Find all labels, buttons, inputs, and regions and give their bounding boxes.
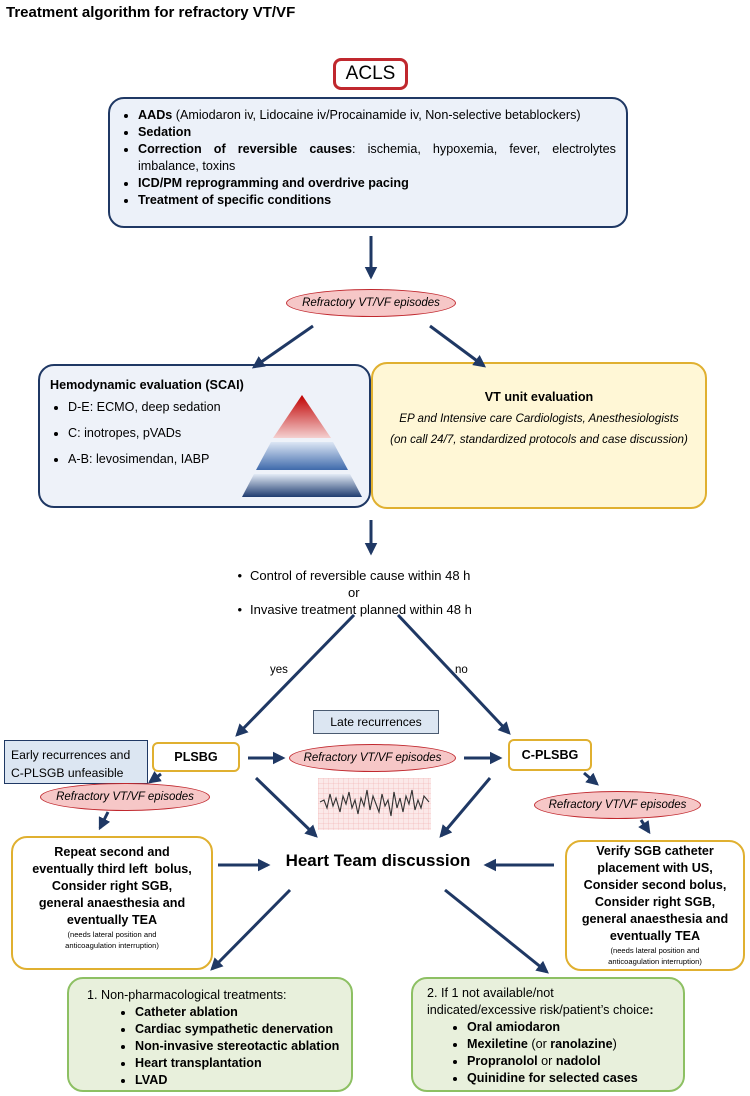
left-option-note: anticoagulation interruption) <box>65 941 159 950</box>
early-recurrences-line: Early recurrences and <box>11 748 131 762</box>
scai-item: A-B: levosimendan, IABP <box>68 452 361 466</box>
measure-item: Correction of reversible causes: ischemi… <box>138 141 616 175</box>
left-option-line: general anaesthesia and <box>38 896 186 910</box>
left-option-line: eventually TEA <box>66 913 158 927</box>
pharmacological-title: 2. If 1 not available/not <box>427 986 554 1000</box>
late-recurrences-label: Late recurrences <box>313 710 439 734</box>
arrow <box>251 324 314 369</box>
arrow <box>638 819 651 835</box>
or-label: or <box>348 585 360 600</box>
no-label: no <box>455 664 468 676</box>
acute-measures-box: AADs (Amiodaron iv, Lidocaine iv/Procain… <box>108 97 628 228</box>
pyramid-middle-tier <box>256 442 348 470</box>
measure-item: Sedation <box>138 124 616 141</box>
drug-item: Mexiletine (or ranolazine) <box>467 1036 683 1053</box>
right-option-line: placement with US, <box>597 861 713 875</box>
pharmacological-title: indicated/excessive risk/patient’s choic… <box>427 1003 654 1017</box>
left-option-note: (needs lateral position and <box>67 930 157 939</box>
arrow <box>439 777 492 838</box>
vt-unit-protocol: (on call 24/7, standardized protocols an… <box>390 433 688 446</box>
right-option-note: (needs lateral position and <box>610 946 700 955</box>
left-options-box: Repeat second and eventually third left … <box>11 836 213 970</box>
right-option-line: eventually TEA <box>609 929 701 943</box>
early-recurrences-label: Early recurrences and C-PLSGB unfeasible <box>4 740 148 784</box>
plsbg-box: PLSBG <box>152 742 240 772</box>
measure-item: Treatment of specific conditions <box>138 192 616 209</box>
pharmacological-box: 2. If 1 not available/not indicated/exce… <box>411 977 685 1092</box>
vt-unit-staff: EP and Intensive care Cardiologists, Ane… <box>399 412 679 425</box>
arrow <box>429 324 487 368</box>
arrow <box>210 888 292 971</box>
control-item: Invasive treatment planned within 48 h <box>250 602 472 617</box>
refractory-episodes-oval: Refractory VT/VF episodes <box>534 791 701 819</box>
treatment-item: Cardiac sympathetic denervation <box>135 1021 351 1038</box>
heart-team-discussion: Heart Team discussion <box>285 851 471 870</box>
drug-item: Oral amiodaron <box>467 1019 683 1036</box>
hemodynamic-evaluation-box: Hemodynamic evaluation (SCAI) D-E: ECMO,… <box>38 364 371 508</box>
early-recurrences-line: C-PLSGB unfeasible <box>11 766 124 780</box>
pyramid-bottom-tier <box>242 474 362 497</box>
c-plsbg-box: C-PLSBG <box>508 739 592 771</box>
arrow <box>583 771 599 786</box>
non-pharmacological-box: 1. Non-pharmacological treatments: Cathe… <box>67 977 353 1092</box>
refractory-episodes-oval: Refractory VT/VF episodes <box>286 289 456 317</box>
arrow <box>396 613 511 735</box>
arrow <box>147 770 162 784</box>
non-pharmacological-title: 1. Non-pharmacological treatments: <box>87 988 287 1002</box>
vt-unit-title: VT unit evaluation <box>484 390 594 404</box>
hemodynamic-title: Hemodynamic evaluation (SCAI) <box>50 378 244 392</box>
measure-item: ICD/PM reprogramming and overdrive pacin… <box>138 175 616 192</box>
drug-item: Propranolol or nadolol <box>467 1053 683 1070</box>
right-option-line: general anaesthesia and <box>581 912 729 926</box>
left-option-line: Repeat second and <box>54 845 170 859</box>
ecg-strip-image <box>318 778 431 830</box>
control-criteria: •Control of reversible cause within 48 h… <box>220 567 580 618</box>
scai-item: C: inotropes, pVADs <box>68 426 361 440</box>
arrow <box>444 888 549 974</box>
vt-unit-box: VT unit evaluation EP and Intensive care… <box>371 362 707 509</box>
right-option-line: Verify SGB catheter <box>596 844 714 858</box>
arrow <box>254 776 318 838</box>
measure-item: AADs (Amiodaron iv, Lidocaine iv/Procain… <box>138 107 616 124</box>
acls-box: ACLS <box>333 58 408 90</box>
left-option-line: eventually third left bolus, <box>32 862 192 876</box>
pyramid-top-tier <box>273 395 331 438</box>
left-option-line: Consider right SGB, <box>51 879 173 893</box>
yes-label: yes <box>270 664 288 676</box>
right-option-line: Consider right SGB, <box>594 895 716 909</box>
arrow <box>235 613 356 737</box>
treatment-item: Heart transplantation <box>135 1055 351 1072</box>
right-options-box: Verify SGB catheter placement with US, C… <box>565 840 745 971</box>
drug-item: Quinidine for selected cases <box>467 1070 683 1087</box>
control-item: Control of reversible cause within 48 h <box>250 568 471 583</box>
right-option-note: anticoagulation interruption) <box>608 957 702 966</box>
refractory-episodes-oval: Refractory VT/VF episodes <box>289 744 456 772</box>
arrow <box>98 811 111 831</box>
treatment-item: LVAD <box>135 1072 351 1089</box>
diagram-title: Treatment algorithm for refractory VT/VF <box>6 4 296 21</box>
right-option-line: Consider second bolus, <box>583 878 727 892</box>
refractory-episodes-oval: Refractory VT/VF episodes <box>40 783 210 811</box>
scai-item: D-E: ECMO, deep sedation <box>68 400 361 414</box>
treatment-item: Catheter ablation <box>135 1004 351 1021</box>
treatment-item: Non-invasive stereotactic ablation <box>135 1038 351 1055</box>
